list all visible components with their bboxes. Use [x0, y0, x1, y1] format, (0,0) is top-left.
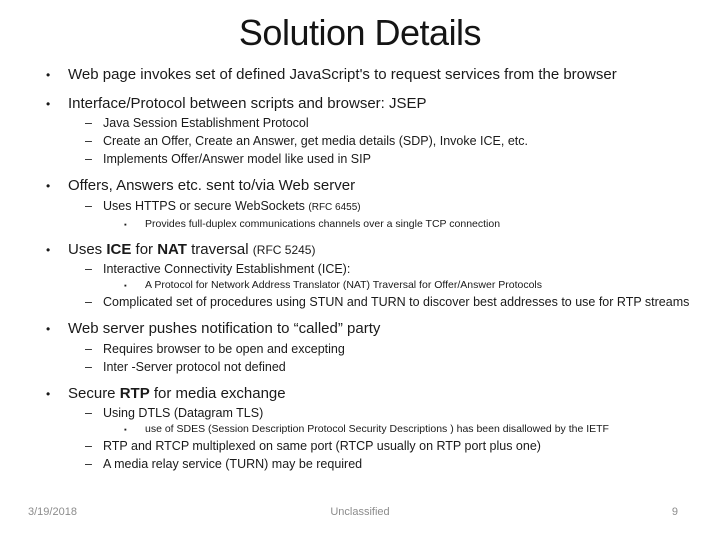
bullet-item-level-2: –Create an Offer, Create an Answer, get …: [0, 133, 720, 149]
slide-footer: 3/19/2018 Unclassified 9: [0, 505, 720, 518]
bullet-marker: •: [46, 179, 51, 193]
bullet-item-level-2: –Java Session Establishment Protocol: [0, 115, 720, 131]
bullet-item-level-1: • Uses ICE for NAT traversal (RFC 5245): [0, 241, 720, 260]
bullet-item-level-1: • Web server pushes notification to “call…: [0, 320, 720, 339]
bullet-text: Java Session Establishment Protocol: [103, 116, 309, 130]
bullet-item-level-2: –Interactive Connectivity Establishment …: [0, 261, 720, 277]
bullet-item-level-1: • Secure RTP for media exchange: [0, 385, 720, 404]
bullet-item-level-3: ▪ A Protocol for Network Address Translat…: [0, 279, 720, 292]
bullet-marker: •: [46, 242, 51, 257]
bullet-text: Web page invokes set of defined JavaScri…: [68, 66, 617, 83]
footer-page-number: 9: [671, 506, 678, 518]
bullet-text: Provides full-duplex communications chan…: [145, 217, 501, 230]
bullet-text: Secure RTP for media exchange: [68, 384, 286, 402]
bullet-marker: ▪: [124, 219, 127, 229]
bullet-marker: •: [46, 322, 51, 336]
bullet-item-level-2: –Using DTLS (Datagram TLS): [0, 405, 720, 421]
bullet-marker: •: [46, 96, 51, 111]
bullet-text: Interface/Protocol between scripts and b…: [68, 94, 427, 112]
bullet-marker: –: [85, 116, 92, 130]
bullet-marker: –: [85, 198, 92, 213]
bullet-text: A Protocol for Network Address Translato…: [145, 279, 542, 291]
bullet-marker: ▪: [124, 281, 127, 290]
bullet-text: use of SDES (Session Description Protoco…: [145, 423, 609, 435]
bullet-marker: –: [85, 341, 92, 356]
bullet-item-level-2: –Uses HTTPS or secure WebSockets (RFC 64…: [0, 198, 720, 216]
bullet-text: Requires browser to be open and exceptin…: [103, 341, 345, 356]
bullet-item-level-1: • Offers, Answers etc. sent to/via Web se…: [0, 177, 720, 196]
bullet-item-level-3: ▪ use of SDES (Session Description Protoc…: [0, 423, 720, 436]
slide-title: Solution Details: [238, 12, 482, 53]
bullet-item-level-1: • Interface/Protocol between scripts and …: [0, 95, 720, 114]
bullet-text: Complicated set of procedures using STUN…: [103, 295, 690, 309]
bullet-text: Web server pushes notification to “calle…: [68, 320, 381, 337]
bullet-text: Implements Offer/Answer model like used …: [103, 152, 371, 166]
bullet-item-level-2: –Inter -Server protocol not defined: [0, 359, 720, 375]
bullet-list: • Web page invokes set of defined JavaScr…: [0, 58, 720, 472]
bullet-marker: ▪: [124, 425, 127, 434]
bullet-item-level-2: –A media relay service (TURN) may be req…: [0, 456, 720, 472]
bullet-text: Offers, Answers etc. sent to/via Web ser…: [68, 177, 356, 194]
bullet-marker: –: [85, 439, 92, 453]
bullet-text: Uses HTTPS or secure WebSockets (RFC 645…: [103, 198, 361, 213]
footer-date: 3/19/2018: [28, 506, 77, 518]
bullet-text: Interactive Connectivity Establishment (…: [103, 262, 351, 276]
bullet-suffix: (RFC 5245): [252, 242, 316, 257]
bullet-suffix: (RFC 6455): [308, 201, 361, 213]
bullet-text: A media relay service (TURN) may be requ…: [103, 457, 363, 471]
bullet-text: Create an Offer, Create an Answer, get m…: [103, 134, 528, 148]
bullet-marker: –: [85, 134, 92, 148]
bullet-marker: –: [85, 262, 92, 276]
bullet-marker: •: [46, 386, 51, 401]
bullet-item-level-3: ▪ Provides full-duplex communications cha…: [0, 218, 720, 231]
footer-classification: Unclassified: [330, 506, 390, 518]
bullet-text: Inter -Server protocol not defined: [103, 359, 286, 374]
bullet-marker: –: [85, 359, 92, 374]
bullet-marker: –: [85, 152, 92, 166]
bullet-item-level-1: • Web page invokes set of defined JavaScr…: [0, 66, 720, 85]
bullet-marker: •: [46, 68, 51, 82]
bullet-item-level-2: –Implements Offer/Answer model like used…: [0, 151, 720, 167]
bullet-text: Uses ICE for NAT traversal (RFC 5245): [68, 240, 316, 258]
bullet-item-level-2: –RTP and RTCP multiplexed on same port (…: [0, 438, 720, 454]
bullet-marker: –: [85, 406, 92, 420]
bullet-text: Using DTLS (Datagram TLS): [103, 406, 264, 420]
bullet-marker: –: [85, 295, 92, 309]
bullet-marker: –: [85, 457, 92, 471]
bullet-text: RTP and RTCP multiplexed on same port (R…: [103, 439, 541, 453]
bullet-item-level-2: –Complicated set of procedures using STU…: [0, 294, 720, 310]
bullet-item-level-2: –Requires browser to be open and excepti…: [0, 341, 720, 357]
